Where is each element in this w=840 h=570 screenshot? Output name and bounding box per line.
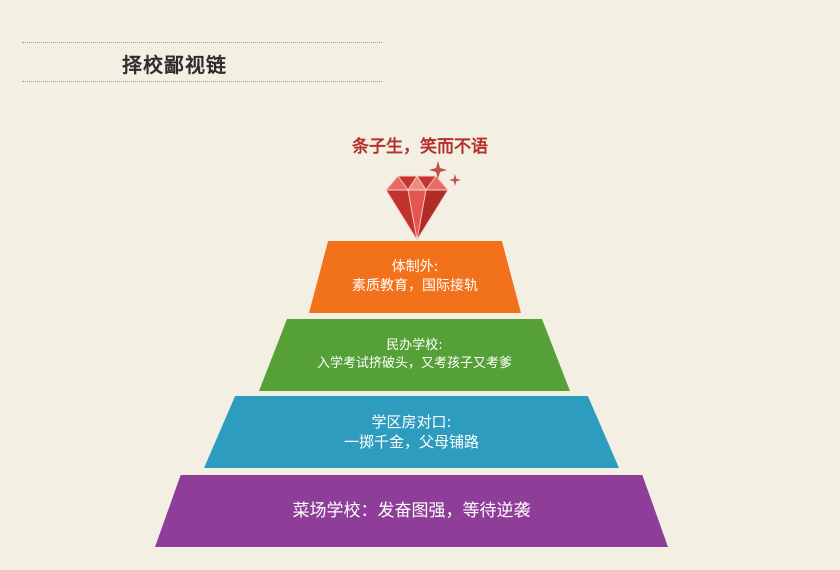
tier-1-outside-system: 体制外: 素质教育，国际接轨 xyxy=(309,241,521,313)
tier-2-heading: 民办学校: xyxy=(386,338,443,354)
apex-label: 条子生，笑而不语 xyxy=(352,137,488,157)
diamond-icon xyxy=(385,161,461,241)
title-block: 择校鄙视链 xyxy=(22,42,382,82)
tier-1-description: 素质教育，国际接轨 xyxy=(352,278,478,294)
tier-2-description: 入学考试挤破头，又考孩子又考爹 xyxy=(316,356,512,371)
tier-3-school-district: 学区房对口: 一掷千金，父母铺路 xyxy=(204,396,619,468)
tier-3-heading: 学区房对口: xyxy=(371,412,452,431)
tier-4-heading: 菜场学校：发奋图强，等待逆袭 xyxy=(292,500,531,521)
tier-2-private-school: 民办学校: 入学考试挤破头，又考孩子又考爹 xyxy=(259,319,570,391)
tier-3-description: 一掷千金，父母铺路 xyxy=(343,433,479,451)
tier-4-market-school: 菜场学校：发奋图强，等待逆袭 xyxy=(155,475,668,547)
sparkle-icon xyxy=(429,161,461,186)
diamond-shape xyxy=(385,175,449,241)
tier-1-heading: 体制外: xyxy=(391,259,439,276)
page-title: 择校鄙视链 xyxy=(122,53,227,77)
